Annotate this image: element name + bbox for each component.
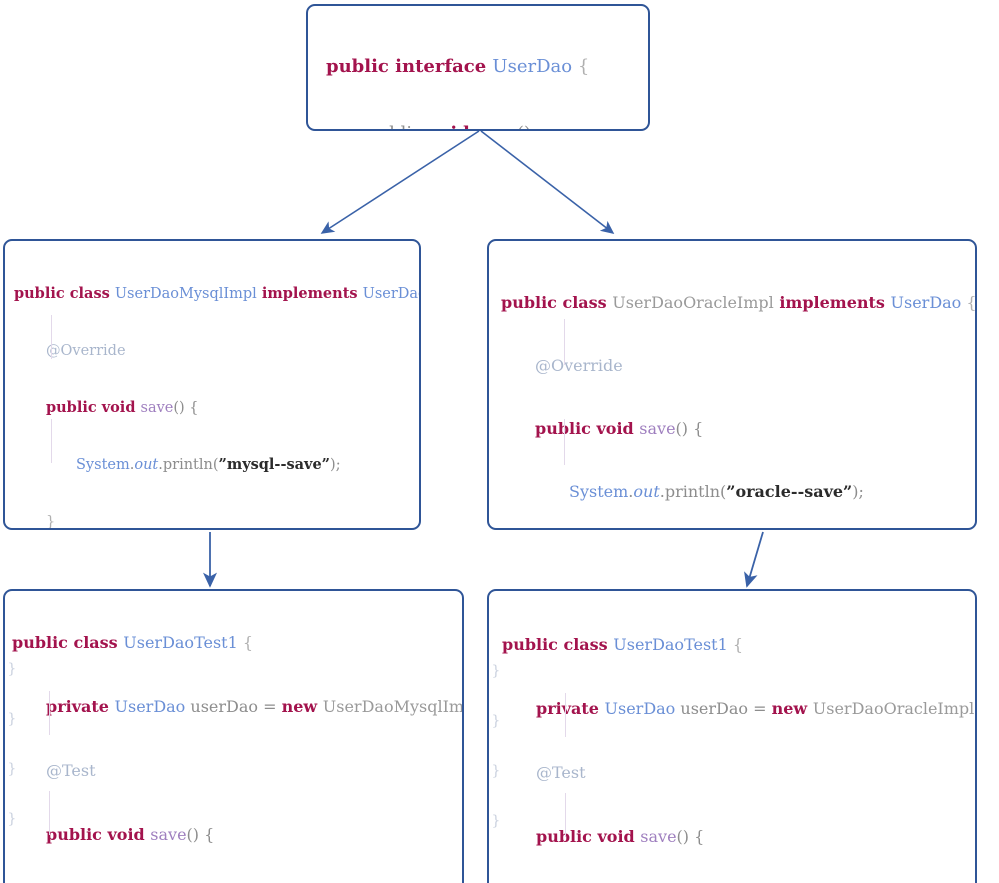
edge-oracle-to-test [744, 531, 764, 588]
code-body-test-oracle: public class UserDaoTest1 { private User… [489, 591, 975, 883]
indent-guide [51, 419, 52, 463]
indent-guide [51, 315, 52, 359]
code-line: public interface UserDao { [326, 56, 590, 77]
code-line: @Override [535, 356, 623, 375]
code-box-userdao-test-mysql[interactable]: } } } } public class UserDaoTest1 { priv… [3, 589, 464, 883]
code-line: @Test [536, 763, 586, 782]
code-box-userdao-mysql-impl[interactable]: public class UserDaoMysqlImpl implements… [3, 239, 421, 530]
code-body-mysql: public class UserDaoMysqlImpl implements… [5, 241, 421, 530]
indent-guide [49, 691, 50, 735]
code-line: public void save() { [536, 827, 705, 846]
indent-guide [565, 693, 566, 737]
indent-guide [564, 419, 565, 465]
code-line: } [46, 514, 56, 530]
code-body-interface: public interface UserDao { public void s… [308, 6, 648, 130]
code-line: public class UserDaoMysqlImpl implements… [14, 285, 421, 302]
code-line: public void save(); [326, 125, 648, 130]
code-line: private UserDao userDao = new UserDaoMys… [46, 697, 464, 716]
edge-interface-to-oracle [480, 130, 615, 234]
code-body-oracle: public class UserDaoOracleImpl implement… [489, 241, 977, 528]
code-line: @Override [46, 343, 126, 359]
code-box-userdao-oracle-impl[interactable]: public class UserDaoOracleImpl implement… [487, 239, 977, 530]
code-line: public void save() { [535, 419, 704, 438]
indent-guide [564, 319, 565, 365]
code-line: @Test [46, 761, 96, 780]
code-body-test-mysql: public class UserDaoTest1 { private User… [5, 591, 462, 883]
edge-interface-to-mysql [320, 130, 480, 234]
code-line: public class UserDaoOracleImpl implement… [501, 293, 977, 312]
code-line: public class UserDaoTest1 { [502, 635, 744, 654]
code-line: System.out.println(”mysql--save”); [76, 456, 341, 473]
indent-guide [565, 793, 566, 837]
code-line: private UserDao userDao = new UserDaoOra… [536, 699, 975, 718]
code-line: public class UserDaoTest1 { [12, 633, 254, 652]
indent-guide [49, 791, 50, 835]
code-line: public void save() { [46, 825, 215, 844]
code-line: public void save() { [46, 399, 199, 416]
code-box-userdao-test-oracle[interactable]: } } } } public class UserDaoTest1 { priv… [487, 589, 977, 883]
code-line: System.out.println(”oracle--save”); [569, 482, 864, 501]
code-box-userdao-interface[interactable]: public interface UserDao { public void s… [306, 4, 650, 131]
